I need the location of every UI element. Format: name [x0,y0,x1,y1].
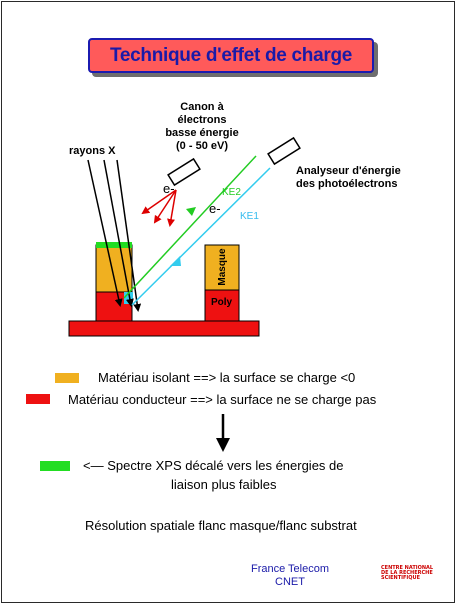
cnrs-line-2: DE LA RECHERCHE [381,570,433,576]
gun-arrow-1 [141,189,177,215]
legend-spectre-text: <— Spectre XPS décalé vers les énergies … [83,458,344,473]
legend-insulator-swatch [55,373,79,383]
electron-gun [167,157,201,187]
canon-line-3: basse énergie [165,127,239,139]
xray-arrow-1 [87,159,123,307]
resolution-text: Résolution spatiale flanc masque/flanc s… [85,518,357,533]
legend-insulator-text: Matériau isolant ==> la surface se charg… [98,370,356,385]
masque-label: Masque [217,248,228,286]
legend-spectre-continuation: liaison plus faibles [171,477,277,492]
org-line-2: CNET [275,576,305,588]
title-box: Technique d'effet de charge [88,38,374,73]
legend-spectre-swatch [40,461,70,471]
gun-arrow-3 [167,189,177,227]
analyseur-line-1: Analyseur d'énergie [296,165,401,177]
analyseur-line-2: des photoélectrons [296,178,398,190]
xray-arrow-2 [103,159,134,307]
poly-block [204,289,240,322]
ke1-label: KE1 [240,211,259,222]
analyseur-label: Analyseur d'énergie des photoélectrons [296,165,401,191]
ke1-arrowhead [170,256,181,266]
legend-conductor-swatch [26,394,50,404]
poly-label: Poly [211,297,233,308]
ke2-label: KE2 [222,187,241,198]
ke1-path [131,167,271,306]
canon-line-2: électrons [177,114,227,126]
ke2-path [123,155,257,299]
masque-block [204,244,240,291]
analyzer [267,136,301,166]
org-line-1: France Telecom [250,563,330,575]
title: Technique d'effet de charge [109,44,353,66]
canon-label: Canon à électrons basse énergie (0 - 50 … [156,101,248,153]
electron-label-1: e- [163,181,175,196]
ke2-arrowhead [186,207,196,216]
canon-line-4: (0 - 50 eV) [176,140,228,152]
down-arrow-icon [216,414,230,452]
left-cyan-spot [124,292,133,304]
rayons-x-label: rayons X [69,145,116,157]
electron-label-2: e- [209,201,221,216]
cnrs-logo: CENTRE NATIONAL DE LA RECHERCHE SCIENTIF… [381,566,433,581]
canon-line-1: Canon à [180,101,224,113]
org-label: France Telecom CNET [230,563,350,589]
xray-arrow-3 [116,159,142,312]
left-green-top [96,242,132,248]
substrate [68,320,260,337]
legend-conductor-text: Matériau conducteur ==> la surface ne se… [68,392,377,407]
gun-arrow-2 [153,189,177,224]
cnrs-line-3: SCIENTIFIQUE [381,575,421,581]
cnrs-line-1: CENTRE NATIONAL [381,565,434,571]
